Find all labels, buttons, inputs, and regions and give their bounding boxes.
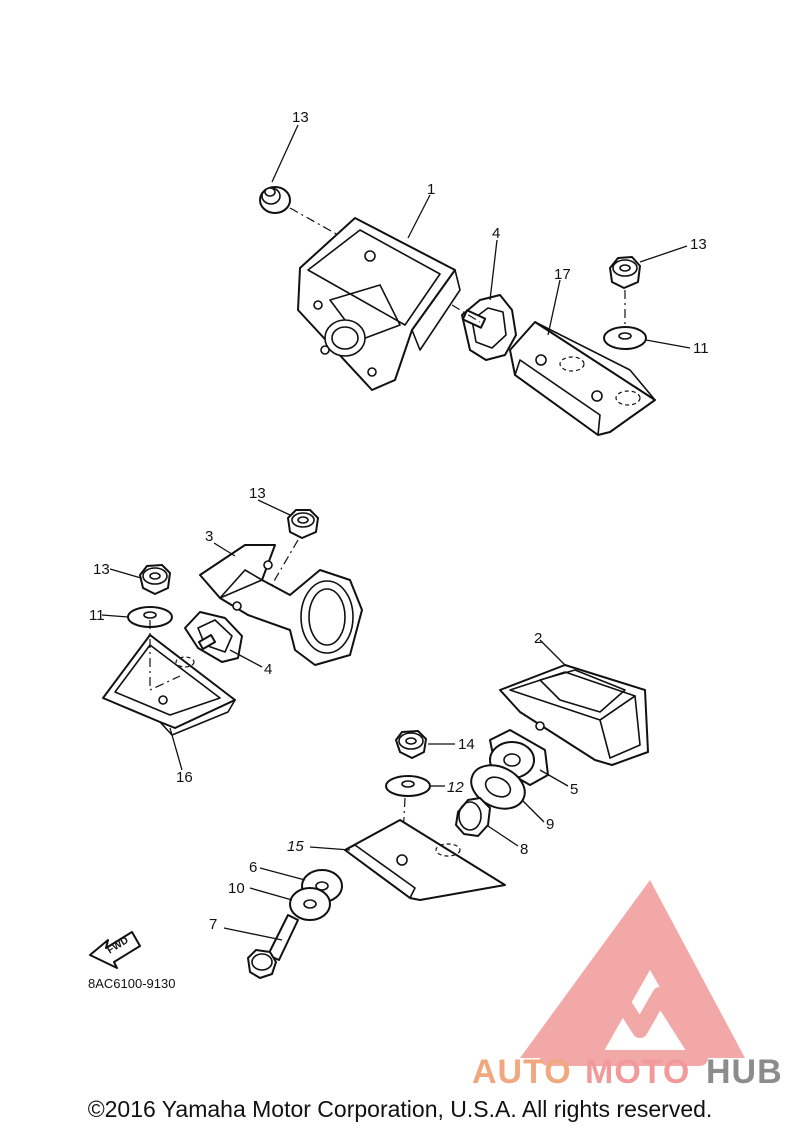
callout-12: 12	[447, 779, 464, 796]
callout-2: 2	[534, 630, 542, 647]
callout-13: 13	[249, 485, 266, 502]
callout-13: 13	[93, 561, 110, 578]
callout-4: 4	[264, 661, 272, 678]
centerline-13c	[269, 539, 299, 589]
part-13-nut-d	[139, 564, 171, 595]
part-13-nut-a	[259, 186, 291, 214]
callout-5: 5	[570, 781, 578, 798]
callout-10: 10	[228, 880, 245, 897]
watermark-triangle-inner-icon	[540, 967, 708, 1066]
part-13-nut-c	[287, 509, 319, 539]
callouts: 13 1 4 17 13 11 13 3 13 11 4 16 2 14 12 …	[89, 109, 709, 933]
watermark-text-auto: AUTO	[472, 1053, 572, 1091]
part-9-washer	[470, 764, 526, 810]
watermark-text-moto: MOTO	[585, 1053, 690, 1091]
part-7-bolt	[247, 914, 299, 979]
callout-6: 6	[249, 859, 257, 876]
part-3-bracket	[199, 544, 363, 666]
callout-13: 13	[292, 109, 309, 126]
copyright-notice: ©2016 Yamaha Motor Corporation, U.S.A. A…	[87, 1096, 713, 1122]
part-10-washer	[289, 887, 331, 921]
watermark-text-hub: HUB	[706, 1053, 783, 1091]
callout-16: 16	[176, 769, 193, 786]
part-4-damper-b	[184, 611, 243, 663]
callout-1: 1	[427, 181, 435, 198]
part-13-nut-b	[609, 256, 641, 289]
leader-lines	[101, 124, 691, 941]
part-11-washer-a	[603, 326, 647, 350]
part-2-bracket	[499, 664, 649, 766]
callout-11: 11	[89, 607, 105, 624]
part-1-bracket	[297, 217, 461, 391]
part-17-base	[509, 321, 656, 436]
fwd-arrow-icon: FWD	[89, 931, 141, 969]
callout-9: 9	[546, 816, 554, 833]
centerline-11b	[149, 620, 181, 691]
callout-4: 4	[492, 225, 500, 242]
callout-17: 17	[554, 266, 571, 283]
callout-3: 3	[205, 528, 213, 545]
part-8-collar	[455, 797, 491, 837]
callout-13: 13	[690, 236, 707, 253]
centerline-4a	[451, 304, 481, 323]
callout-14: 14	[458, 736, 475, 753]
part-14-nut	[395, 730, 427, 759]
part-4-damper-a	[461, 294, 517, 361]
callout-7: 7	[209, 916, 217, 933]
part-code: 8AC6100-9130	[88, 976, 175, 991]
callout-8: 8	[520, 841, 528, 858]
callout-15: 15	[287, 838, 304, 855]
part-12-washer	[385, 775, 431, 797]
part-15-base	[344, 819, 506, 901]
watermark-logo	[520, 880, 745, 1066]
callout-11: 11	[693, 340, 709, 357]
